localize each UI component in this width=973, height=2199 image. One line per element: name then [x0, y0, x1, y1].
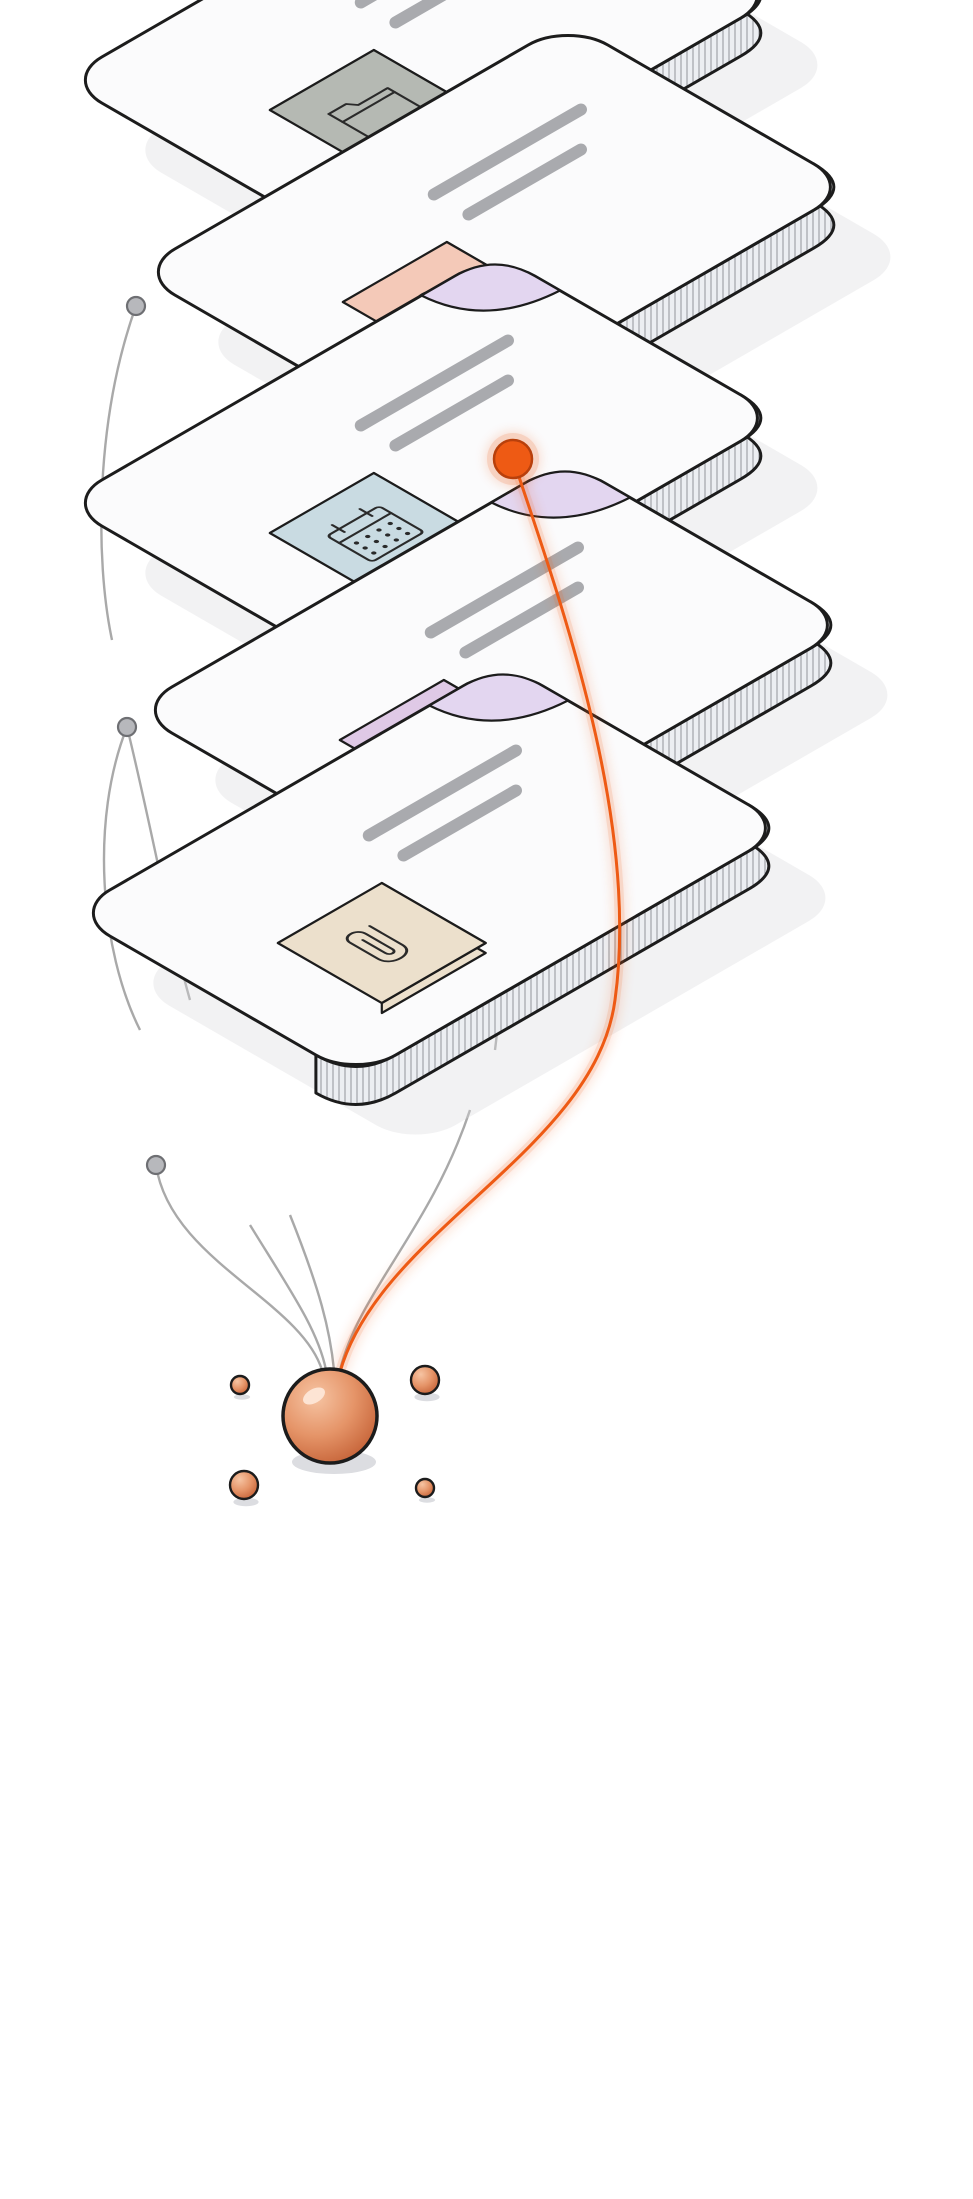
text-line-placeholder: [389, 374, 514, 452]
connector-line: [102, 726, 142, 1031]
connection-dot: [125, 295, 147, 317]
origin-node-group: [228, 1364, 441, 1507]
bubble-shadow: [418, 1497, 436, 1503]
text-line-placeholder: [354, 334, 514, 432]
highlight-node: [492, 438, 534, 480]
card-attachment: [92, 673, 826, 1176]
highlighted-connection: [335, 433, 625, 1374]
connector-line: [154, 1164, 324, 1371]
small-bubble: [409, 1364, 441, 1396]
connector-line: [248, 1224, 328, 1371]
card-stack: [84, 0, 891, 1176]
corner-tab: [427, 673, 571, 722]
text-line-placeholder: [427, 103, 587, 201]
text-line-placeholder: [424, 541, 584, 639]
bubble-shadow: [414, 1392, 440, 1402]
small-bubble: [414, 1477, 436, 1499]
highlight-line: [338, 458, 622, 1373]
bubble-shadow: [233, 1394, 251, 1400]
paperclip-icon: [345, 925, 409, 963]
small-bubble: [228, 1469, 260, 1501]
card-face: [157, 34, 832, 425]
text-line-placeholder: [362, 744, 522, 842]
calendar-icon: [327, 506, 424, 562]
corner-tab: [419, 263, 563, 312]
origin-node: [281, 1367, 379, 1465]
connector-line: [288, 1214, 336, 1371]
text-line-placeholder: [462, 143, 587, 221]
connection-dot: [116, 716, 138, 738]
small-bubble: [229, 1374, 251, 1396]
text-line-placeholder: [389, 0, 447, 29]
text-line-placeholder: [397, 784, 522, 862]
bubble-shadow: [233, 1497, 259, 1507]
origin-node-highlight: [303, 1387, 325, 1405]
connection-dot: [145, 1154, 167, 1176]
